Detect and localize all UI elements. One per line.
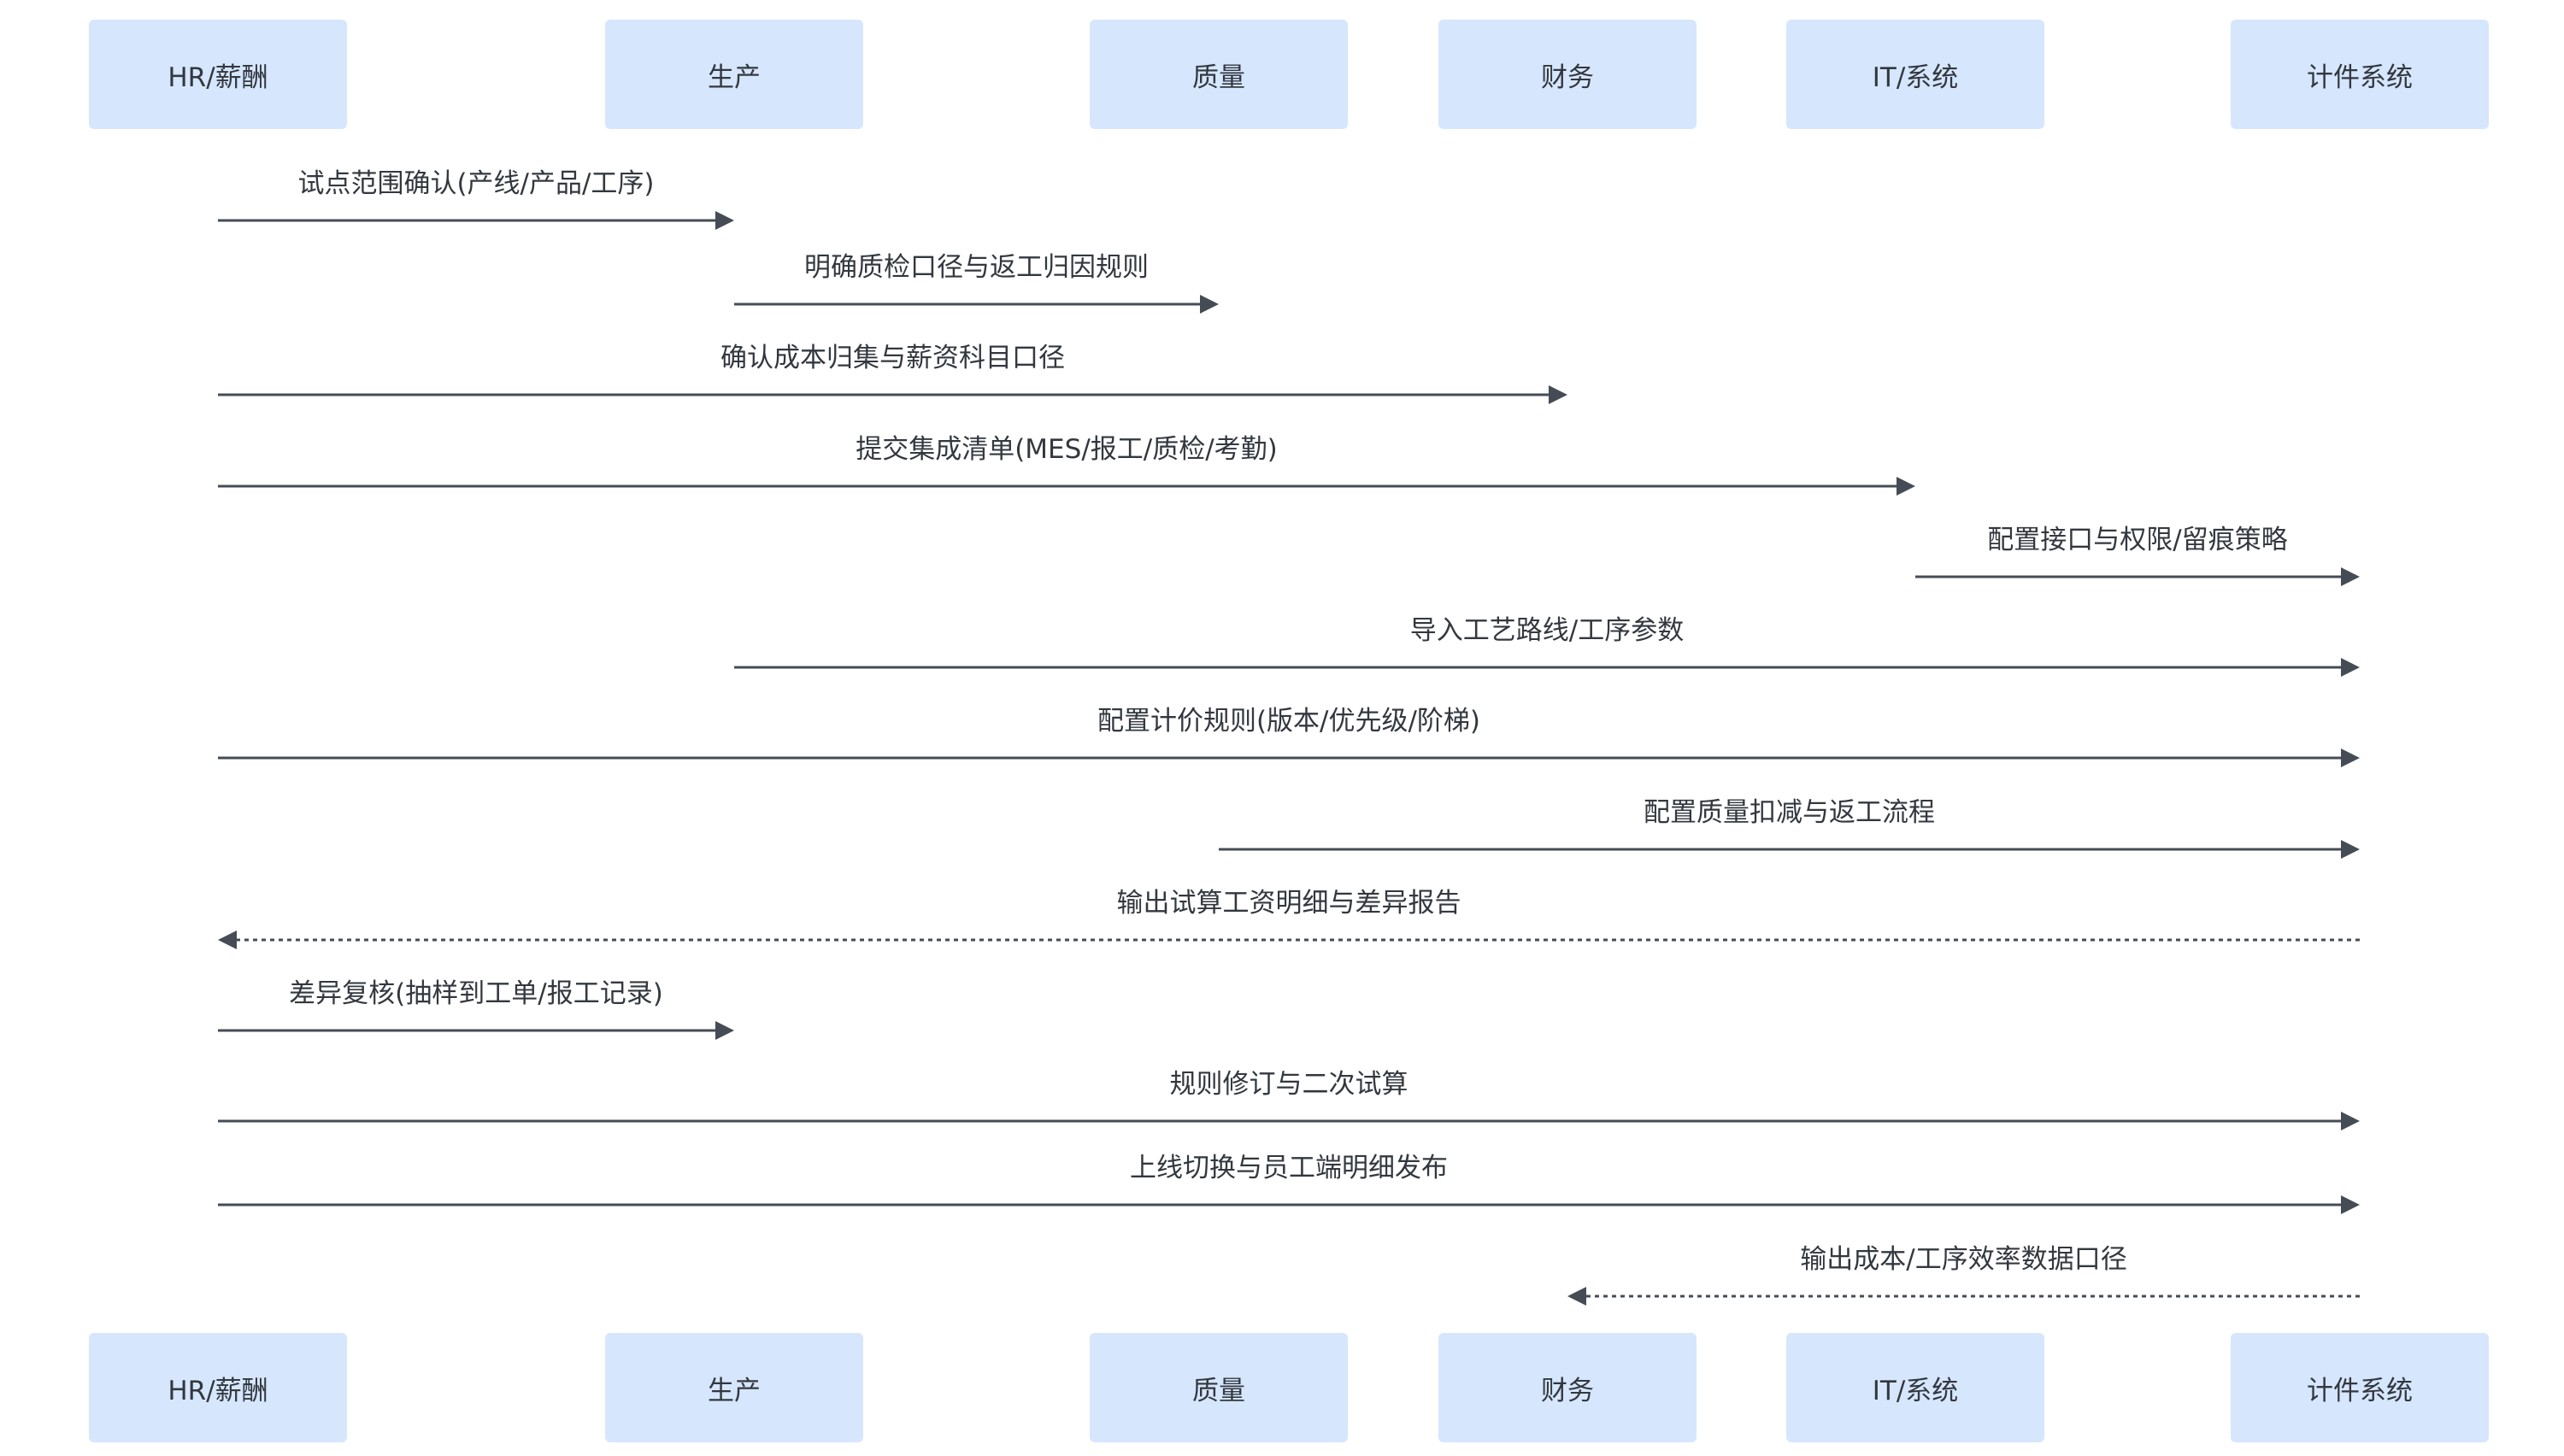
message-label: 上线切换与员工端明细发布 xyxy=(1130,1153,1448,1183)
message-12: 上线切换与员工端明细发布 xyxy=(218,1153,2360,1214)
arrowhead-icon xyxy=(715,1021,734,1040)
arrowhead-icon xyxy=(1200,295,1219,314)
arrowhead-icon xyxy=(2341,567,2360,586)
message-11: 规则修订与二次试算 xyxy=(218,1069,2360,1130)
message-5: 配置接口与权限/留痕策略 xyxy=(1915,525,2360,586)
message-label: 试点范围确认(产线/产品/工序) xyxy=(297,168,654,199)
message-8: 配置质量扣减与返工流程 xyxy=(1219,797,2360,859)
message-label: 输出成本/工序效率数据口径 xyxy=(1800,1244,2126,1275)
message-6: 导入工艺路线/工序参数 xyxy=(734,615,2360,677)
message-label: 配置接口与权限/留痕策略 xyxy=(1987,525,2287,555)
participant-quality-bottom[interactable]: 质量 xyxy=(1090,1333,1348,1442)
arrowhead-icon xyxy=(1549,385,1567,404)
message-label: 输出试算工资明细与差异报告 xyxy=(1117,888,1461,919)
arrowhead-icon xyxy=(1897,477,1915,496)
message-10: 差异复核(抽样到工单/报工记录) xyxy=(218,978,734,1040)
participant-finance-bottom[interactable]: 财务 xyxy=(1438,1333,1697,1442)
message-2: 明确质检口径与返工归因规则 xyxy=(734,252,1219,314)
arrowhead-icon xyxy=(715,211,734,230)
message-label: 配置计价规则(版本/优先级/阶梯) xyxy=(1097,706,1480,737)
participant-it[interactable]: IT/系统 xyxy=(1786,20,2044,129)
arrowhead-icon xyxy=(218,931,237,949)
message-label: 导入工艺路线/工序参数 xyxy=(1410,615,1684,646)
arrowhead-icon xyxy=(2341,658,2360,677)
message-7: 配置计价规则(版本/优先级/阶梯) xyxy=(218,706,2360,767)
message-label: 配置质量扣减与返工流程 xyxy=(1644,797,1935,828)
arrowhead-icon xyxy=(2341,749,2360,767)
participant-finance[interactable]: 财务 xyxy=(1438,20,1697,129)
message-label: 提交集成清单(MES/报工/质检/考勤) xyxy=(856,434,1278,465)
participant-quality[interactable]: 质量 xyxy=(1090,20,1348,129)
message-4: 提交集成清单(MES/报工/质检/考勤) xyxy=(218,434,1915,496)
arrowhead-icon xyxy=(1567,1287,1586,1306)
message-9: 输出试算工资明细与差异报告 xyxy=(218,888,2360,949)
participant-piecework-system[interactable]: 计件系统 xyxy=(2231,20,2489,129)
participant-hr[interactable]: HR/薪酬 xyxy=(89,20,347,129)
arrowhead-icon xyxy=(2341,1112,2360,1130)
participant-production[interactable]: 生产 xyxy=(605,20,863,129)
message-3: 确认成本归集与薪资科目口径 xyxy=(218,343,1567,404)
participant-it-bottom[interactable]: IT/系统 xyxy=(1786,1333,2044,1442)
participant-hr-bottom[interactable]: HR/薪酬 xyxy=(89,1333,347,1442)
arrowhead-icon xyxy=(2341,840,2360,859)
message-13: 输出成本/工序效率数据口径 xyxy=(1567,1244,2360,1306)
message-label: 确认成本归集与薪资科目口径 xyxy=(720,343,1065,373)
participant-production-bottom[interactable]: 生产 xyxy=(605,1333,863,1442)
message-label: 明确质检口径与返工归因规则 xyxy=(804,252,1149,283)
message-label: 规则修订与二次试算 xyxy=(1170,1069,1408,1100)
participant-piecework-system-bottom[interactable]: 计件系统 xyxy=(2231,1333,2489,1442)
message-1: 试点范围确认(产线/产品/工序) xyxy=(218,168,734,230)
arrowhead-icon xyxy=(2341,1195,2360,1214)
message-label: 差异复核(抽样到工单/报工记录) xyxy=(289,978,663,1009)
